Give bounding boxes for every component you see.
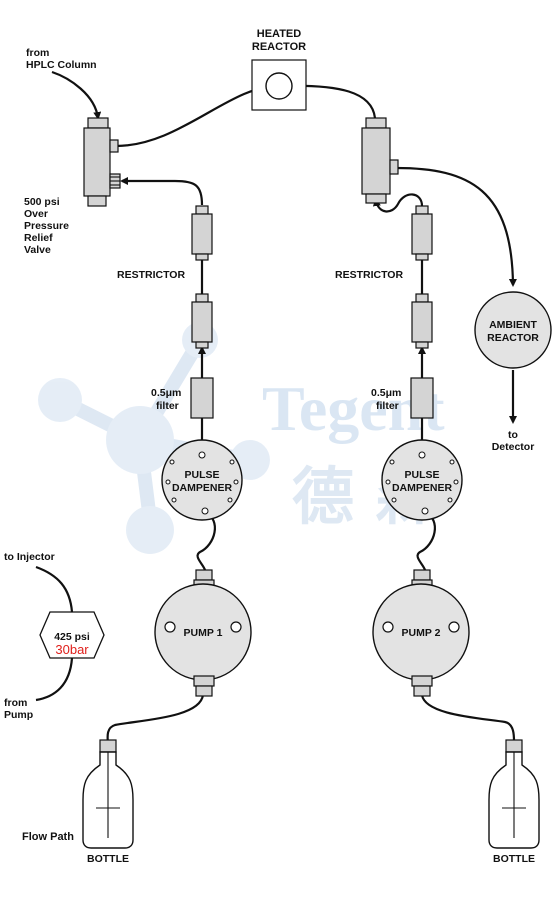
restrictor-left-label: RESTRICTOR: [117, 269, 185, 281]
from-hplc-label-2: HPLC Column: [26, 59, 97, 71]
pump-2: [372, 569, 470, 697]
from-hplc-label-1: from: [26, 47, 49, 59]
relief-valve-label-5: Valve: [24, 244, 51, 256]
tube-tee-to-ambient: [395, 166, 517, 287]
bottle-left: [82, 739, 134, 849]
ambient-reactor-label-2: REACTOR: [487, 332, 539, 344]
valve-psi-label: 425 psi: [54, 631, 90, 643]
ambient-reactor: [474, 291, 552, 369]
pump-2-label: PUMP 2: [402, 627, 441, 639]
valve-bar-label: 30bar: [55, 642, 89, 657]
relief-valve-label-1: 500 psi: [24, 196, 60, 208]
restrictor-left: [191, 205, 213, 349]
filter-right-label-1: 0.5μm: [371, 387, 401, 399]
filter-left-label-2: filter: [156, 400, 179, 412]
filter-left-label-1: 0.5μm: [151, 387, 181, 399]
back-pressure-valve: [39, 611, 105, 659]
relief-valve: [83, 117, 121, 207]
tube-restrictor-to-valve: [120, 177, 204, 206]
filter-left: [190, 377, 214, 419]
tube-restrictor-to-tee: [372, 193, 424, 213]
bottle-right-label: BOTTLE: [493, 853, 535, 865]
from-pump-label-2: Pump: [4, 709, 33, 721]
watermark-molecule-icon: [38, 322, 270, 554]
relief-valve-label-2: Over: [24, 208, 48, 220]
tube-from-pump: [35, 657, 74, 702]
heated-reactor-label-1: HEATED: [257, 28, 301, 40]
filter-right: [410, 377, 434, 419]
restrictor-right-label: RESTRICTOR: [335, 269, 403, 281]
to-injector-label: to Injector: [4, 551, 55, 563]
tube-right-pd-to-pump: [416, 511, 436, 571]
relief-valve-label-3: Pressure: [24, 220, 69, 232]
pulse-right-label-1: PULSE: [404, 469, 439, 481]
from-pump-label-1: from: [4, 697, 27, 709]
pulse-left-label-2: DAMPENER: [172, 482, 233, 494]
tube-left-pd-to-pump: [196, 511, 216, 571]
watermark: Tegent 德 森: [38, 322, 445, 554]
pump-1-label: PUMP 1: [184, 627, 223, 639]
labels: HEATED REACTOR from HPLC Column 500 psi …: [4, 28, 539, 865]
ambient-reactor-label-1: AMBIENT: [489, 319, 537, 331]
heated-reactor-label-2: REACTOR: [252, 41, 306, 53]
pulse-dampener-right: [381, 439, 463, 521]
relief-valve-label-4: Relief: [24, 232, 53, 244]
tube-left-pump-to-bottle: [106, 694, 205, 746]
restrictor-right: [411, 205, 433, 349]
tube-from-hplc: [51, 70, 102, 120]
heated-reactor: [251, 59, 307, 111]
bottle-right: [488, 739, 540, 849]
to-detector-label-2: Detector: [492, 441, 535, 453]
tubing: [35, 70, 517, 746]
filter-right-label-2: filter: [376, 400, 399, 412]
to-detector-label-1: to: [508, 429, 518, 441]
pulse-right-label-2: DAMPENER: [392, 482, 453, 494]
tube-right-pump-to-bottle: [420, 694, 516, 746]
flow-path-label: Flow Path: [22, 831, 74, 843]
tee-fitting: [361, 117, 399, 204]
pulse-dampener-left: [161, 439, 243, 521]
bottle-left-label: BOTTLE: [87, 853, 129, 865]
pump-1: [154, 569, 252, 697]
tube-to-injector: [35, 565, 74, 613]
pulse-left-label-1: PULSE: [184, 469, 219, 481]
